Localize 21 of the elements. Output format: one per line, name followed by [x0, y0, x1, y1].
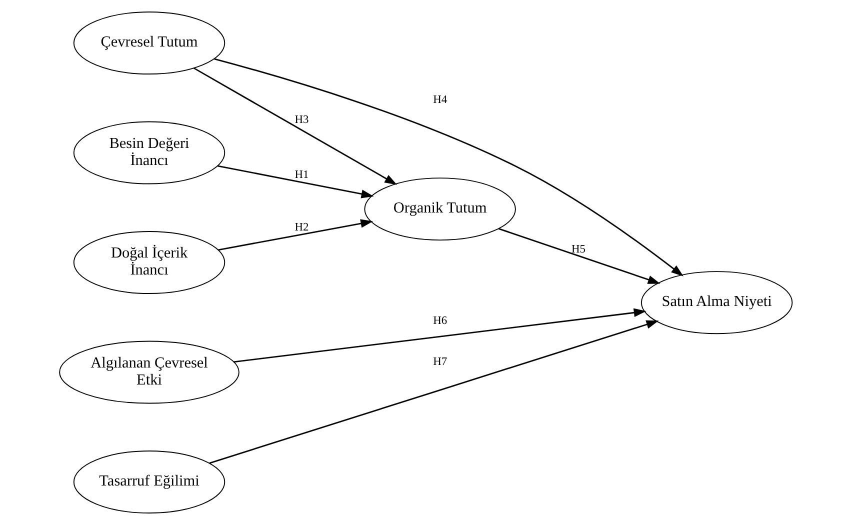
edge-label: H1	[294, 169, 309, 182]
arrow	[498, 228, 660, 284]
node-ellipse: Organik Tutum	[364, 178, 516, 241]
arrow	[218, 219, 374, 251]
arrow	[209, 320, 659, 464]
node-ellipse: Çevresel Tutum	[73, 12, 226, 75]
node-ellipse: Besin Değeri İnancı	[73, 121, 226, 184]
edge-label: H2	[294, 222, 309, 234]
edge-label: H5	[571, 244, 586, 256]
node-ellipse: Algılanan Çevresel Etki	[59, 340, 240, 404]
edge-label: H7	[433, 356, 448, 368]
edge-label: H4	[433, 94, 448, 106]
node-ellipse: Satın Alma Niyeti	[640, 271, 793, 334]
edge-label: H6	[433, 315, 448, 328]
arrow	[217, 165, 374, 198]
node-ellipse: Tasarruf Eğilimi	[73, 450, 226, 514]
arrow	[193, 67, 398, 185]
edge-label: H3	[294, 114, 309, 126]
arrow	[214, 58, 684, 276]
node-ellipse: Doğal İçerik İnancı	[73, 231, 226, 294]
arrow	[234, 308, 646, 363]
